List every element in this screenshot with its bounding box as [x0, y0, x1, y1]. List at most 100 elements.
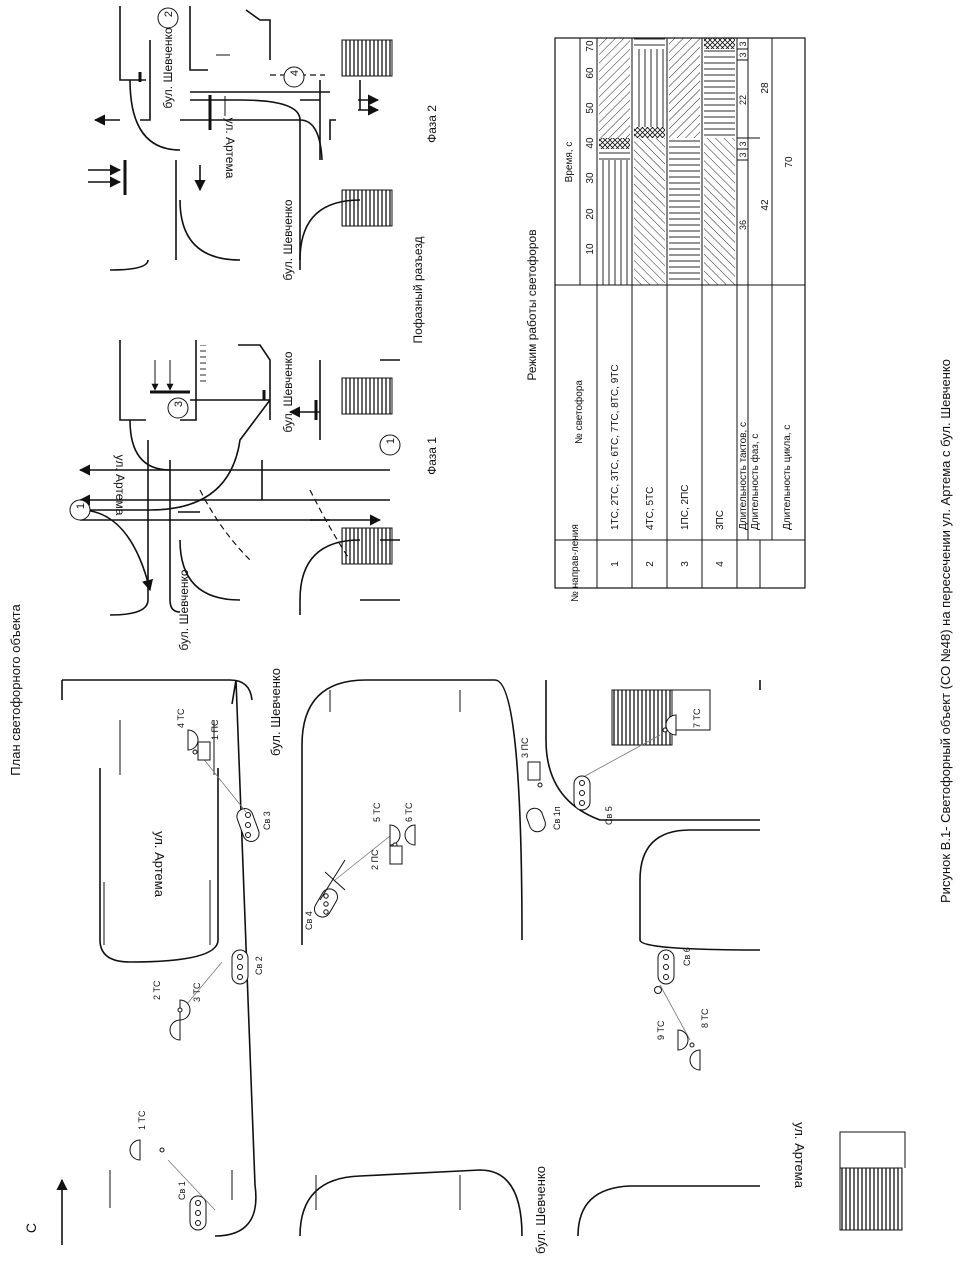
phase2-intersection	[88, 6, 393, 271]
label-9tc: 9 ТС	[656, 1020, 666, 1040]
dir1-marker-right	[379, 434, 401, 456]
tact-5: 3	[738, 52, 748, 57]
building-top	[611, 689, 673, 746]
row1-lights: 1ТС, 2ТС, 3ТС, 6ТС, 7ТС, 8ТС, 9ТС	[610, 364, 621, 530]
signal-sv2	[231, 949, 249, 985]
label-sv5: Св 5	[604, 806, 614, 825]
signal-sv5	[573, 775, 591, 811]
label-3tc: 3 ТС	[192, 982, 202, 1002]
label-6tc: 6 ТС	[404, 802, 414, 822]
phases-title: Пофазный разъезд	[411, 236, 425, 343]
dir1-label-right: 1	[385, 438, 397, 444]
tact-1: 36	[738, 220, 748, 230]
label-1pc: 1 ПС	[210, 719, 220, 740]
phase2-street-shev-top: бул. Шевченко	[161, 27, 175, 108]
head-8tc-9tc	[677, 1029, 701, 1071]
tick-60: 60	[585, 67, 596, 79]
row3-num: 3	[680, 561, 691, 567]
head-7tc	[662, 714, 677, 736]
curb-bottom-right	[545, 680, 760, 821]
header-time: Время, с	[564, 142, 575, 183]
time-ticks: 10 20 30 40 50 60 70	[585, 40, 596, 255]
curb-top-right	[231, 679, 237, 705]
phase2-label: Фаза 2	[425, 105, 439, 143]
signal-timing-table: Режим работы светофоров № направ-ления №…	[525, 37, 806, 602]
row2-bars	[634, 38, 665, 285]
label-3pc: 3 ПС	[520, 737, 530, 758]
street-shevchenko-right: бул. Шевченко	[268, 668, 283, 756]
building-bottom	[839, 1167, 903, 1231]
tact-3: 3	[738, 141, 748, 146]
stop-lines	[103, 690, 461, 1210]
figure-caption: Рисунок В.1- Светофорный объект (СО №48)…	[938, 359, 953, 903]
dir3-label: 3	[173, 401, 185, 407]
signal-sv3	[236, 808, 260, 842]
north-label: С	[23, 1223, 39, 1233]
plan-diagram: План светофорного объекта С ул. Артема б…	[8, 604, 906, 1254]
dir1-marker-left	[69, 499, 91, 521]
tact-6: 3	[738, 41, 748, 46]
tick-50: 50	[585, 102, 596, 114]
row1-bars	[599, 38, 630, 285]
plan-title: План светофорного объекта	[8, 604, 23, 776]
dir4-label: 4	[289, 70, 301, 76]
head-5tc-6tc-2pc	[389, 824, 416, 865]
head-3pc	[527, 761, 543, 788]
phase1-street-shev-left: бул. Шевченко	[177, 569, 191, 650]
dir2-marker	[157, 7, 179, 29]
tick-20: 20	[585, 208, 596, 220]
row3-bars	[669, 38, 700, 285]
signal-sv4	[314, 888, 338, 918]
label-2pc: 2 ПС	[370, 849, 380, 870]
street-artema-top: ул. Артема	[152, 831, 167, 898]
building-top-outline	[672, 689, 711, 731]
head-4tc-1pc	[187, 729, 211, 761]
signal-sv1p	[526, 807, 546, 833]
curb-mid-left	[299, 1169, 523, 1237]
label-8tc: 8 ТС	[700, 1008, 710, 1028]
label-2tc: 2 ТС	[152, 980, 162, 1000]
label-4tc: 4 ТС	[176, 708, 186, 728]
row2-num: 2	[645, 561, 656, 567]
label-sv4: Св 4	[304, 911, 314, 930]
header-direction: № направ-ления	[570, 524, 581, 602]
table-title: Режим работы светофоров	[525, 229, 539, 380]
tact-2: 3	[738, 152, 748, 157]
row4-lights: 3ПС	[715, 510, 726, 530]
phase2-street-artema: ул. Артема	[223, 118, 237, 179]
building-bottom-outline	[839, 1131, 906, 1168]
street-artema-bottom: ул. Артема	[792, 1122, 807, 1189]
row1-num: 1	[610, 561, 621, 567]
tick-10: 10	[585, 243, 596, 255]
phase2-street-shev-bottom: бул. Шевченко	[281, 199, 295, 280]
row4-bars	[704, 38, 735, 285]
dir1-label-left: 1	[75, 503, 87, 509]
dir4-marker	[283, 66, 305, 88]
label-7tc: 7 ТС	[692, 708, 702, 728]
signal-sv6	[654, 949, 675, 994]
phase1-street-artema: ул. Артема	[113, 455, 127, 516]
dir2-label: 2	[163, 11, 175, 17]
phase-dur-label: Длительность фаз, с	[749, 434, 761, 530]
label-5tc: 5 ТС	[372, 802, 382, 822]
header-lights: № светофора	[573, 380, 585, 444]
dir3-marker	[167, 397, 189, 419]
label-sv3: Св 3	[262, 811, 272, 830]
curb-top-left	[214, 679, 257, 1237]
curb-center-strip	[99, 768, 219, 963]
phase1-intersection	[78, 340, 400, 616]
curb-bottom-road	[577, 1185, 760, 1237]
phase1-street-shev-right: бул. Шевченко	[281, 351, 295, 432]
signal-sv1	[189, 1195, 207, 1231]
phase1-label: Фаза 1	[425, 437, 439, 475]
phase-dur-2: 28	[760, 82, 771, 94]
label-sv1: Св 1	[177, 1181, 187, 1200]
tick-30: 30	[585, 172, 596, 184]
head-1tc	[129, 1139, 165, 1161]
row2-lights: 4ТС, 5ТС	[645, 487, 656, 530]
phase-diagram: Пофазный разъезд Фаза 1 Фаза 2	[69, 6, 439, 651]
curb-bottom-island	[639, 829, 761, 951]
street-shevchenko-left: бул. Шевченко	[533, 1166, 548, 1254]
tact-4: 22	[738, 95, 748, 105]
